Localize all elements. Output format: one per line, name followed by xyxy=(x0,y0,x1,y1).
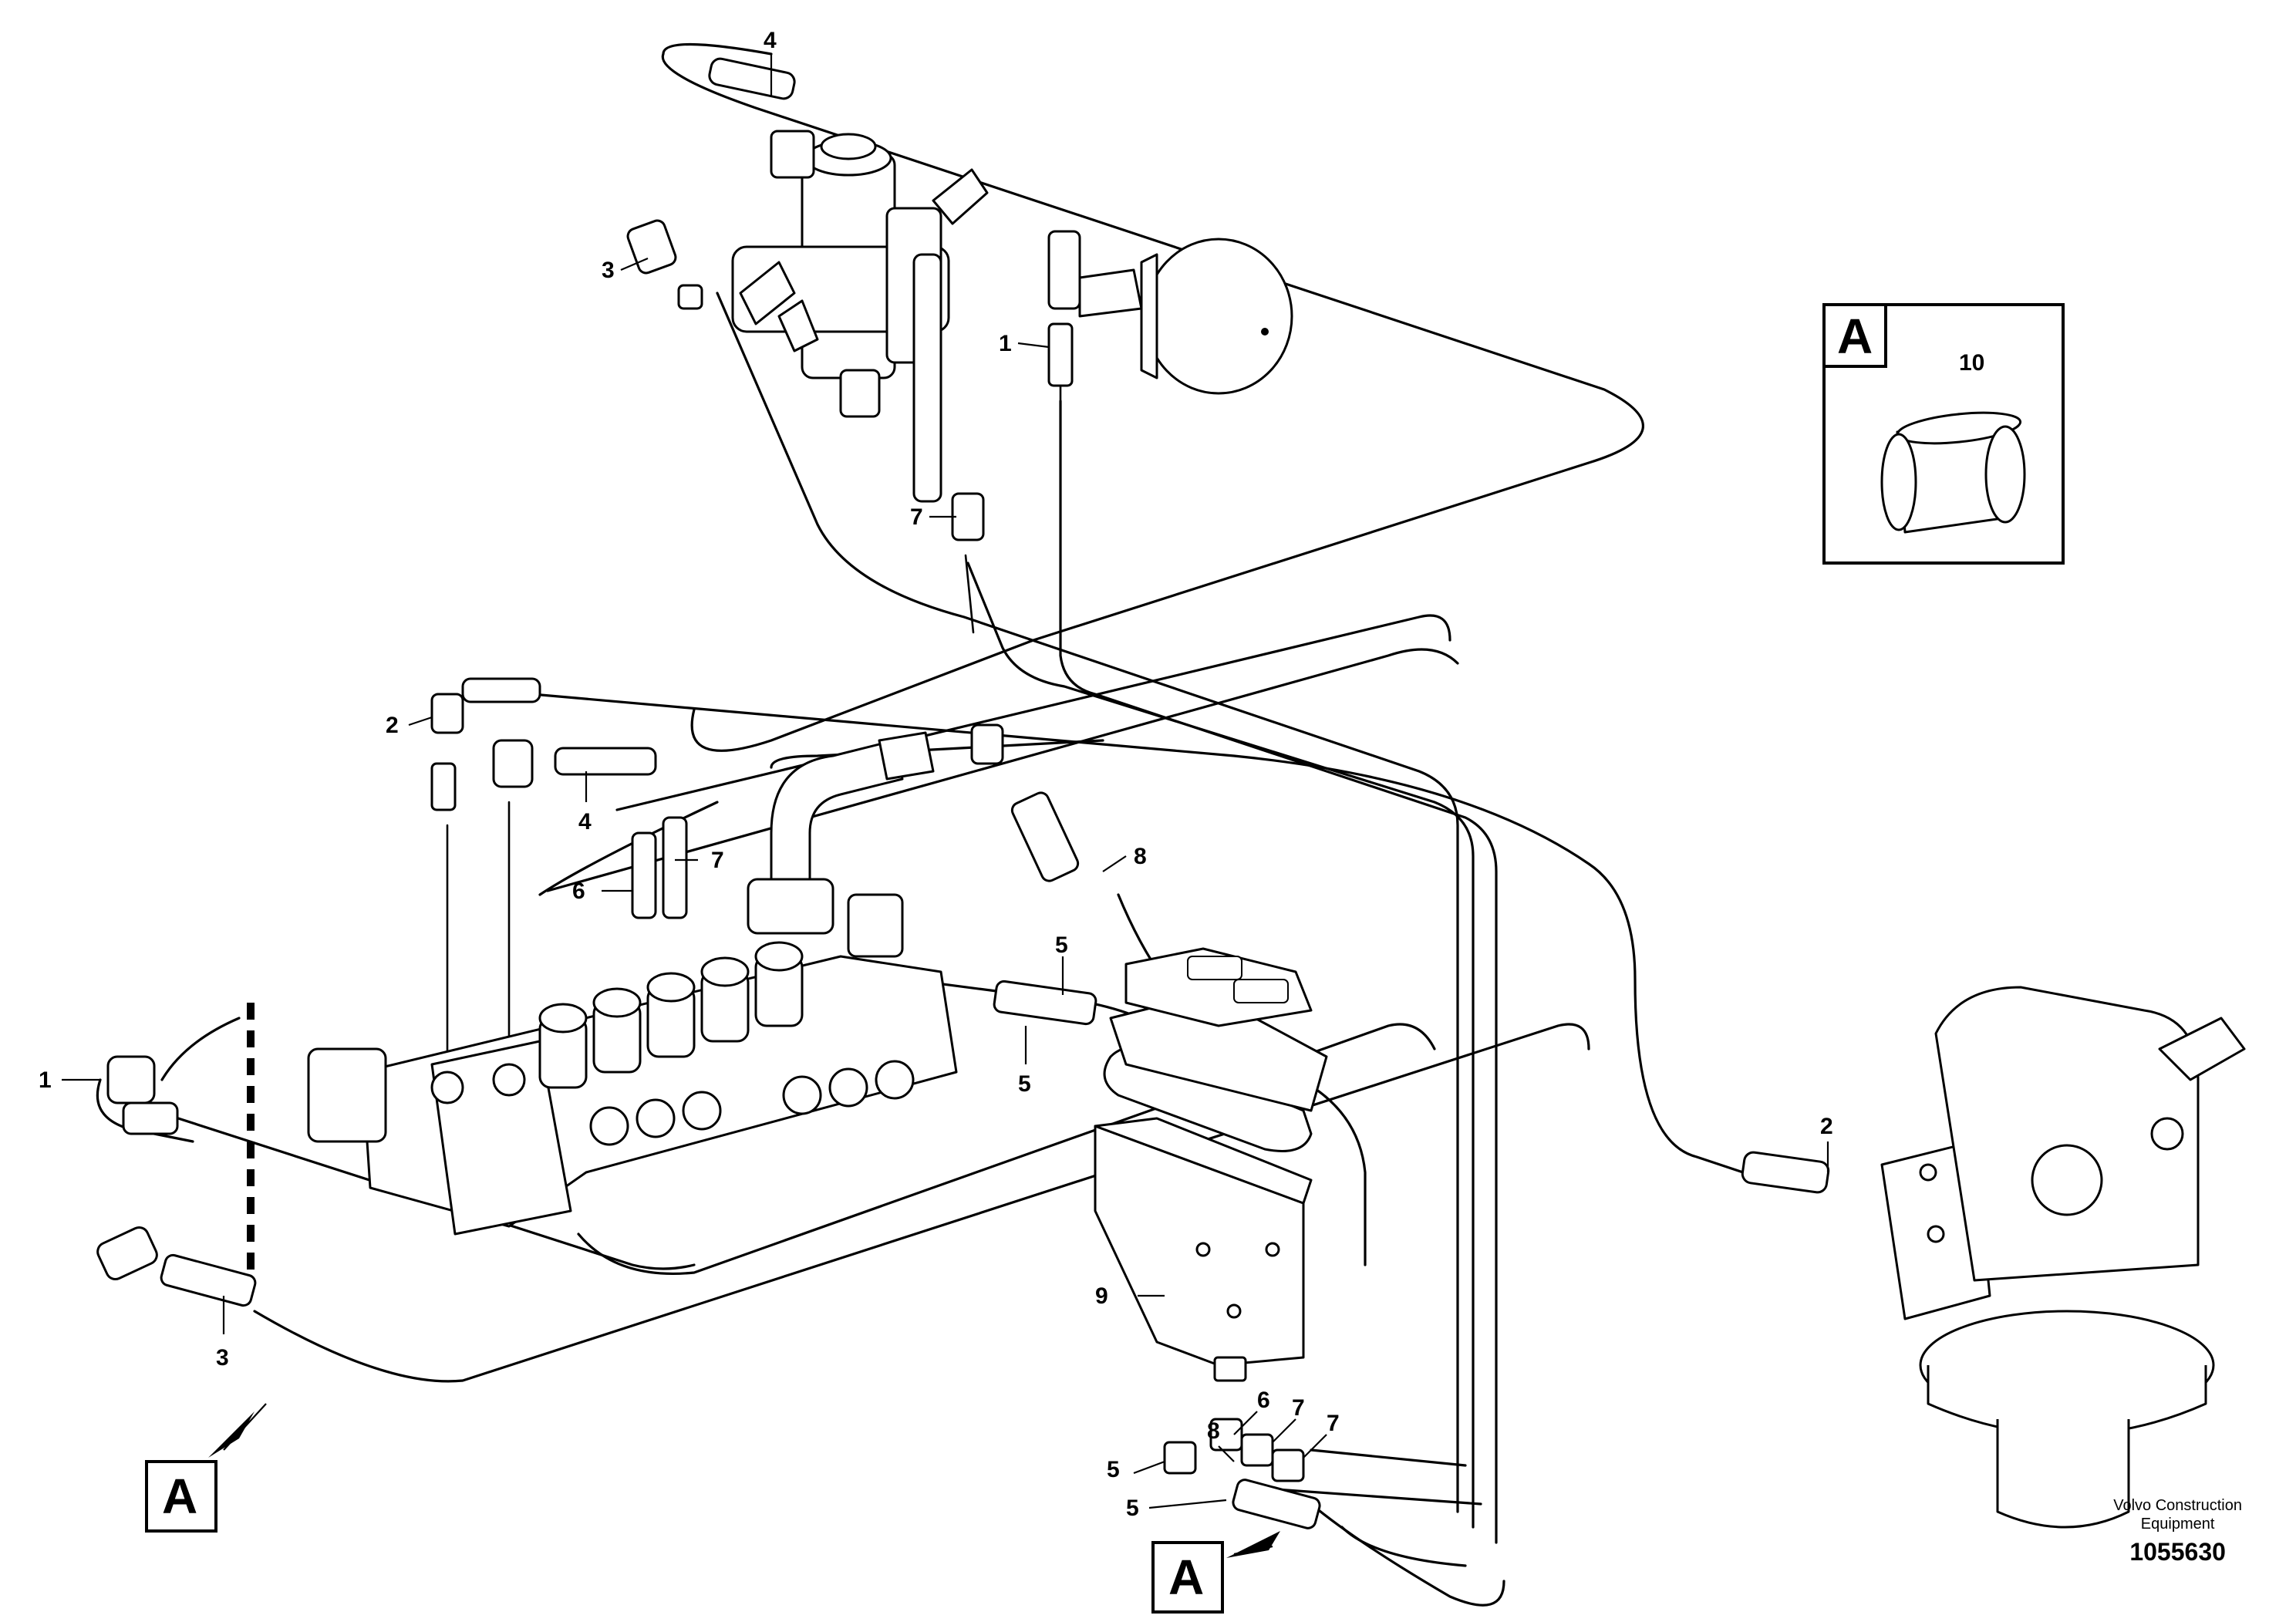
bushing-part xyxy=(1880,411,2026,534)
fittings xyxy=(96,57,1830,1529)
callout-4-top: 4 xyxy=(764,28,777,53)
callout-9: 9 xyxy=(1095,1283,1108,1309)
callout-7-b1: 7 xyxy=(1292,1395,1305,1421)
callout-7-mid: 7 xyxy=(711,848,724,873)
callout-5-b: 5 xyxy=(1018,1071,1031,1097)
view-marker-left: A xyxy=(145,1403,267,1533)
accumulator xyxy=(1078,238,1293,395)
figure-credit: Volvo Construction Equipment 1055630 xyxy=(2113,1496,2242,1566)
callout-1-top: 1 xyxy=(999,331,1012,356)
callout-5-d: 5 xyxy=(1126,1496,1139,1521)
callout-2-left: 2 xyxy=(386,713,399,738)
callout-7-top: 7 xyxy=(910,504,923,530)
callout-6-bottom: 6 xyxy=(1257,1388,1270,1413)
callout-4-mid: 4 xyxy=(578,809,592,835)
callout-3-bottom: 3 xyxy=(216,1345,229,1371)
callout-3-top: 3 xyxy=(602,258,615,283)
valve-spools xyxy=(538,941,915,1146)
callout-5-c: 5 xyxy=(1107,1457,1120,1482)
callout-5-a: 5 xyxy=(1055,932,1068,958)
brand-line-2: Equipment xyxy=(2140,1516,2215,1533)
callout-2-right: 2 xyxy=(1820,1114,1833,1139)
detail-view-a: A 10 xyxy=(1822,303,2065,565)
control-valve-bank xyxy=(307,731,958,1236)
brand-line-1: Volvo Construction xyxy=(2113,1497,2242,1514)
callout-8-bottom: 8 xyxy=(1207,1418,1220,1444)
callout-1-left: 1 xyxy=(39,1067,52,1093)
callout-labels: 4 3 1 7 2 4 6 7 8 5 5 1 3 9 2 6 7 7 8 5 … xyxy=(39,28,1833,1521)
detail-view-letter: A xyxy=(1837,309,1873,364)
view-marker-left-letter: A xyxy=(162,1469,197,1524)
callout-7-b2: 7 xyxy=(1327,1411,1340,1436)
joystick-pilot-control xyxy=(1094,947,1328,1382)
solenoid-valve xyxy=(731,130,989,503)
callout-6-mid: 6 xyxy=(572,878,585,904)
callout-8-mid: 8 xyxy=(1134,844,1147,869)
swing-motor xyxy=(1880,986,2246,1529)
leader-lines xyxy=(62,54,1976,1509)
figure-number: 1055630 xyxy=(2129,1538,2226,1566)
callout-10: 10 xyxy=(1959,350,1984,376)
view-marker-bottom-letter: A xyxy=(1168,1549,1204,1605)
view-marker-bottom: A xyxy=(1151,1531,1280,1614)
